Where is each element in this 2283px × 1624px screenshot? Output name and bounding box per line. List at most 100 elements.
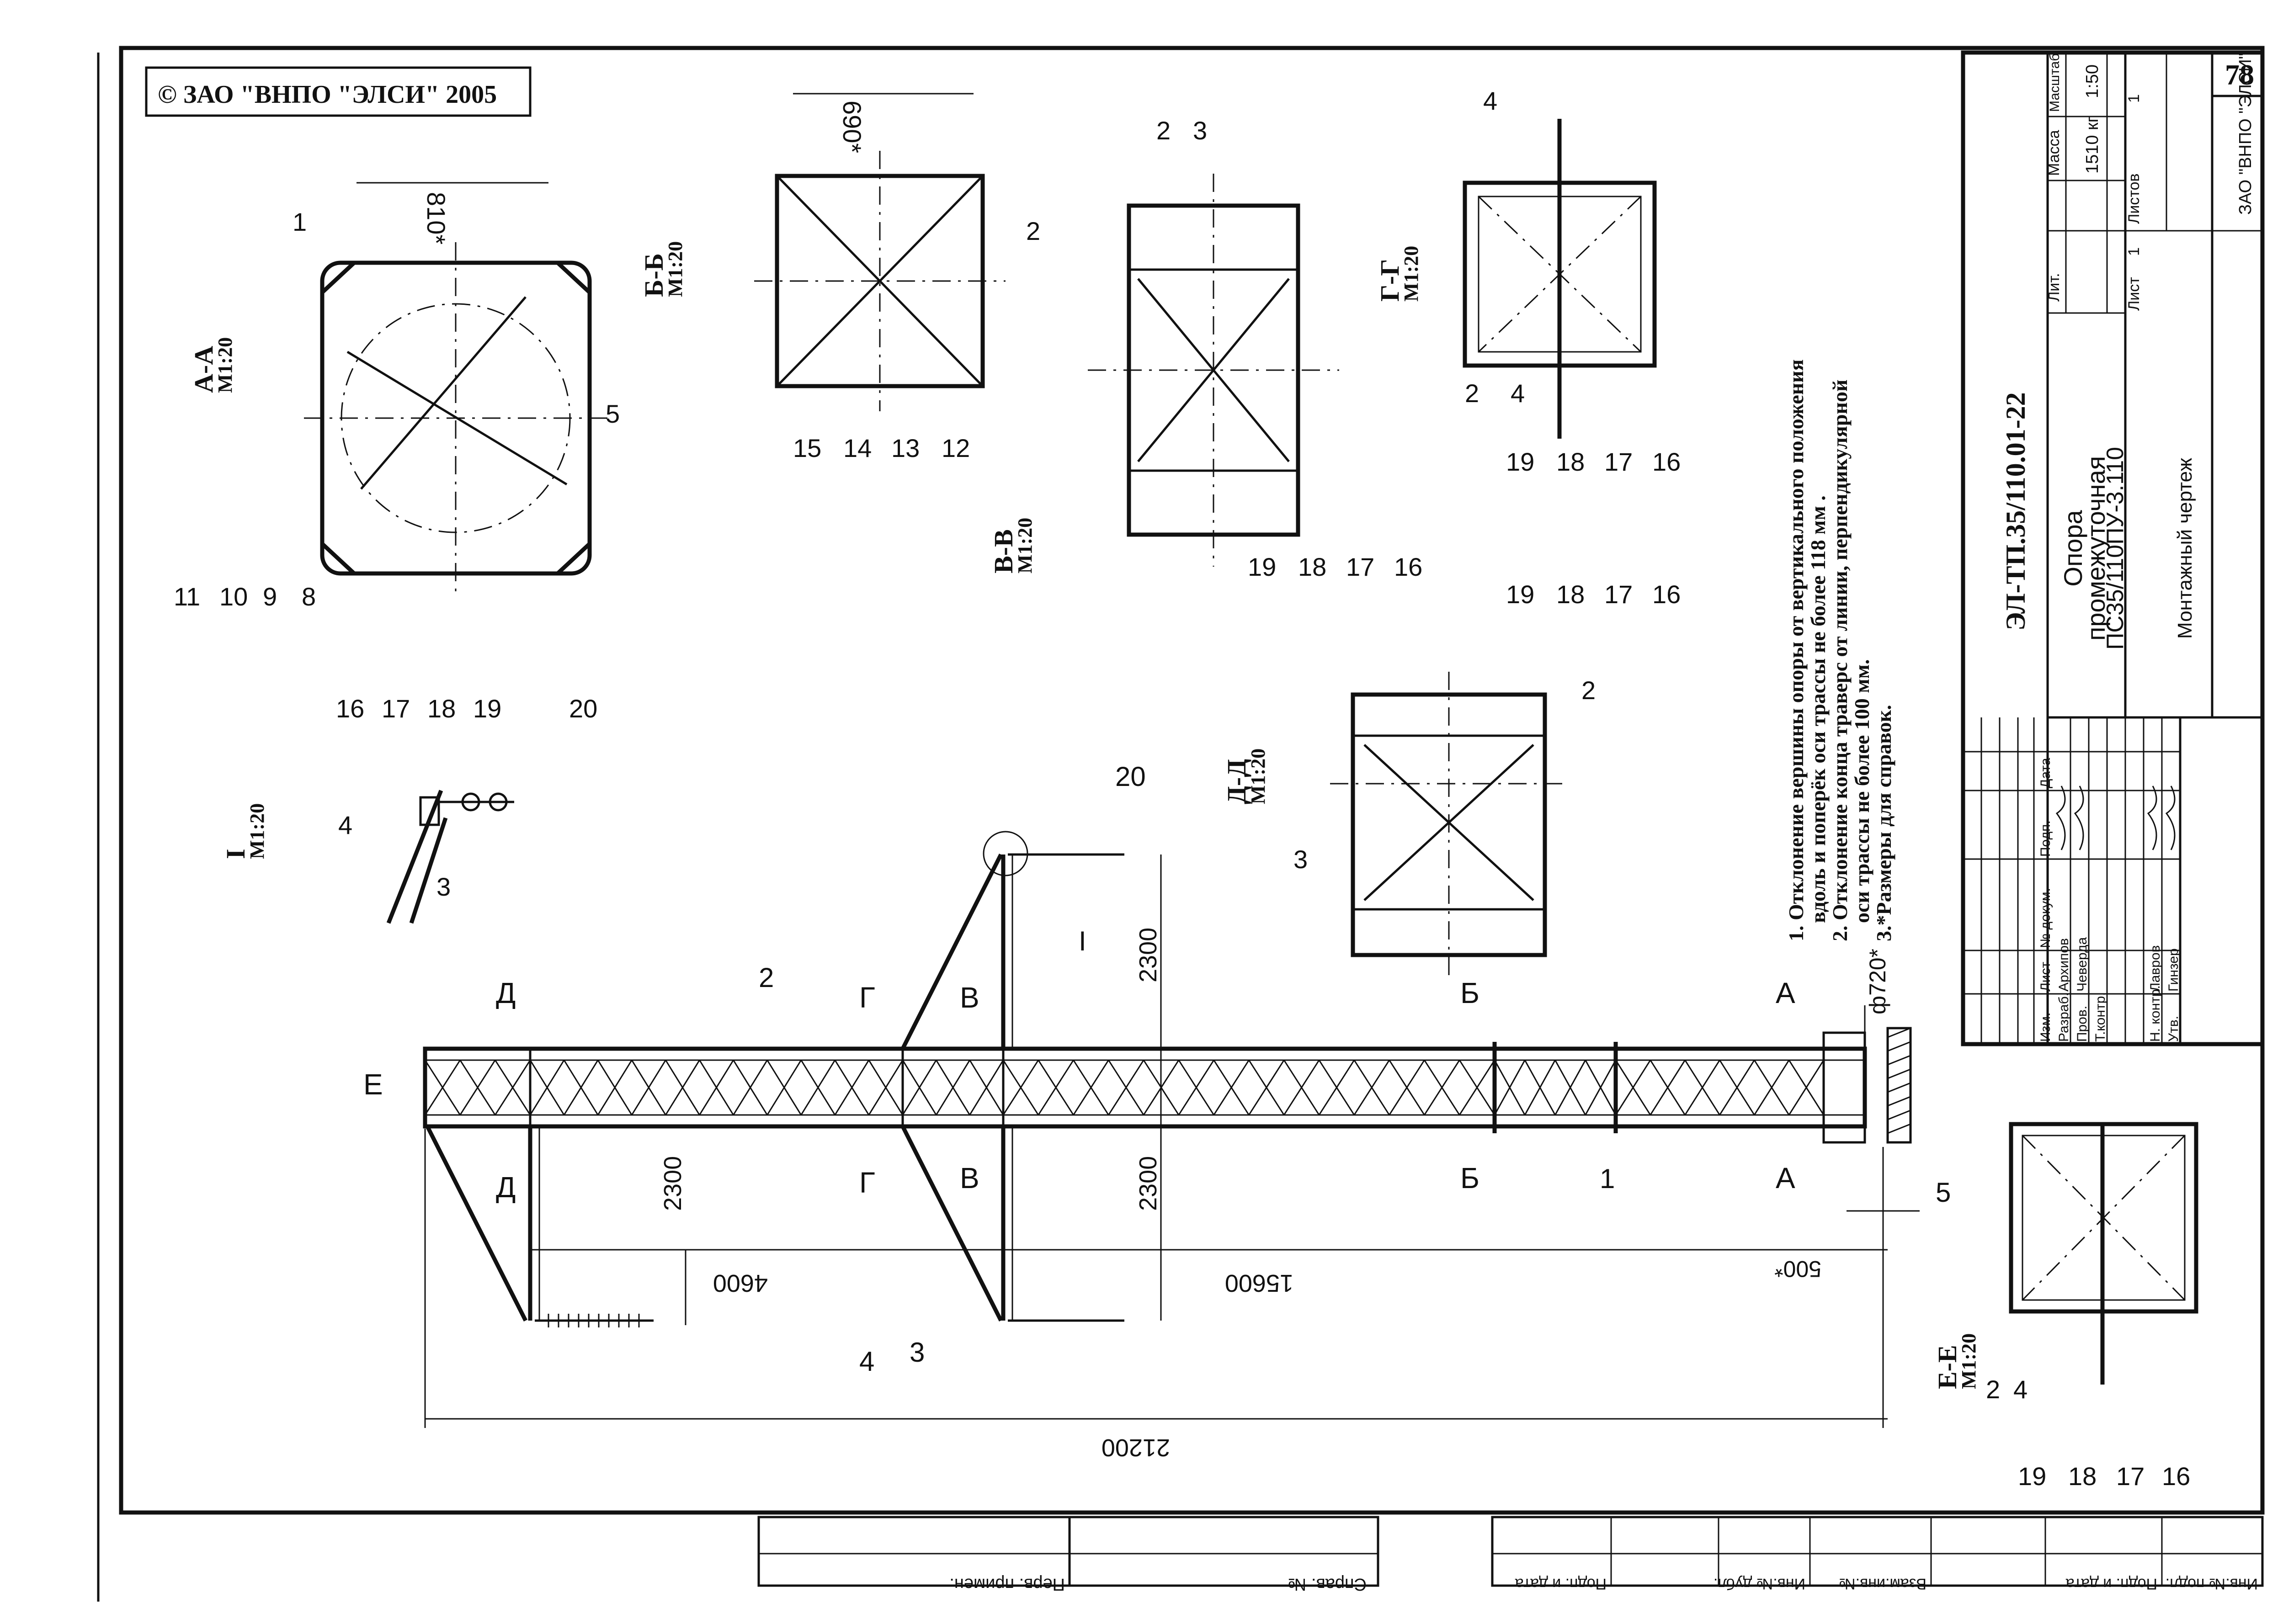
- crossarm-upper-brace: [900, 853, 1003, 1050]
- role-1: Пров.: [2075, 1006, 2090, 1042]
- strip-inv-dubl: Инв.№ дубл.: [1714, 1575, 1805, 1592]
- gg-callout-19: 19: [1506, 447, 1534, 476]
- dim-15600: 15600: [1225, 1269, 1293, 1297]
- dim-d720: ф720*: [1865, 949, 1890, 1014]
- company-name: ЗАО "ВНПО "ЭЛСИ": [2236, 53, 2255, 215]
- stamp-col-list: Лист: [2038, 962, 2053, 992]
- cut-B-top: Б: [1460, 977, 1479, 1009]
- crossarm-middle-brace: [900, 1125, 1003, 1322]
- bb-callout-14: 14: [843, 434, 872, 462]
- drawing-type: Монтажный чертеж: [2174, 457, 2196, 639]
- vv-callout-2: 2: [1156, 116, 1171, 145]
- section-bb-scale: М1:20: [664, 241, 686, 297]
- dim-2300-a: 2300: [659, 1156, 686, 1211]
- section-aa-title: А-А: [189, 346, 218, 393]
- section-gg-scale: М1:20: [1400, 246, 1422, 302]
- sheet-number: 78: [2225, 58, 2254, 91]
- vv-callout-16: 16: [1394, 552, 1422, 581]
- role-0-name: Архипов: [2056, 938, 2071, 992]
- aa-callout-9: 9: [263, 582, 277, 611]
- section-bb: [754, 93, 1006, 411]
- strip-podp-1: Подп. и дата: [1515, 1575, 1607, 1592]
- dd-callout-16: 16: [1652, 580, 1681, 609]
- vv-callout-17: 17: [1346, 552, 1374, 581]
- gg-callout-2: 2: [1465, 379, 1479, 408]
- ee-callout-16: 16: [2162, 1462, 2190, 1491]
- callout-I: I: [1079, 926, 1086, 956]
- bb-callout-15: 15: [793, 434, 821, 462]
- bb-callout-2: 2: [1026, 217, 1040, 245]
- section-gg: [1463, 119, 1657, 439]
- sheet-label: Лист: [2125, 277, 2143, 311]
- signature-4: [2165, 785, 2176, 850]
- doc-code: ЭЛ-ТП.35/110.01-22: [2001, 392, 2031, 631]
- role-3-name: Лавров: [2148, 945, 2163, 992]
- sheet-frame: [119, 46, 2265, 1515]
- callout-4: 4: [859, 1346, 874, 1377]
- section-dd-scale: М1:20: [1247, 748, 1269, 804]
- note-1: 1. Отклонение вершины опоры от вертикаль…: [1784, 359, 1808, 941]
- callout-2: 2: [759, 962, 774, 993]
- signature-2: [2074, 785, 2084, 850]
- role-4-name: Гинзер: [2166, 948, 2181, 992]
- sheets-value: 1: [2125, 94, 2143, 103]
- strip-sprav: Справ. №: [1288, 1575, 1367, 1594]
- detail-I-circle: [983, 831, 1028, 876]
- dd-callout-3: 3: [1293, 845, 1308, 874]
- ee-callout-17: 17: [2116, 1462, 2145, 1491]
- dd-callout-17: 17: [1604, 580, 1633, 609]
- aa-callout-8: 8: [302, 582, 316, 611]
- ee-callout-2: 2: [1986, 1375, 2000, 1404]
- section-dd-body: [1351, 692, 1547, 957]
- section-aa-scale: М1:20: [214, 337, 236, 393]
- dim-2300-c: 2300: [1134, 928, 1162, 982]
- role-1-name: Чеверда: [2075, 937, 2090, 992]
- section-vv: [1088, 174, 1339, 567]
- notes: 1. Отклонение вершины опоры от вертикаль…: [1784, 359, 1895, 941]
- cut-D-bottom: Д: [496, 1171, 516, 1204]
- title-line-1: Опора: [2059, 509, 2087, 586]
- callout-3: 3: [910, 1337, 925, 1368]
- gg-callout-18: 18: [1556, 447, 1585, 476]
- detail-callout-4: 4: [338, 811, 352, 839]
- detail-callout-3: 3: [436, 872, 451, 901]
- cut-B-bottom: Б: [1460, 1162, 1479, 1194]
- gg-callout-17: 17: [1604, 447, 1633, 476]
- detail-I-title: I: [221, 849, 250, 859]
- stamp-col-sign: Подп.: [2038, 820, 2053, 857]
- note-3: 3.*Размеры для справок.: [1872, 705, 1895, 941]
- sheet-number-box: [2211, 51, 2264, 97]
- ee-callout-19: 19: [2018, 1462, 2046, 1491]
- section-vv-title: В-В: [989, 529, 1018, 573]
- title-line-3: ПС35/110ПУ-3.110: [2102, 447, 2129, 650]
- sheets-label: Листов: [2125, 174, 2143, 224]
- aa-callout-5: 5: [606, 399, 620, 428]
- dd-callout-19: 19: [1506, 580, 1534, 609]
- role-3: Н. контр.: [2148, 985, 2163, 1042]
- section-bb-title: Б-Б: [639, 253, 669, 297]
- gg-callout-16: 16: [1652, 447, 1681, 476]
- callout-20: 20: [1115, 761, 1146, 792]
- title-line-2: промежуточная: [2081, 456, 2110, 641]
- note-2: 2. Отклонение конца траверс от линии, пе…: [1828, 380, 1852, 941]
- vv-callout-18: 18: [1298, 552, 1326, 581]
- section-dd: [1330, 672, 1568, 978]
- cut-A-top: А: [1776, 977, 1795, 1009]
- detail-I-scale: М1:20: [246, 803, 268, 859]
- section-ee: [2009, 1122, 2198, 1385]
- bb-callout-12: 12: [942, 434, 970, 462]
- note-1b: вдоль и поперёк оси трассы не более 118 …: [1806, 495, 1830, 923]
- strip-perv: Перв. примен.: [949, 1575, 1065, 1594]
- gg-callout-4b: 4: [1511, 379, 1525, 408]
- dim-2300-b: 2300: [1134, 1156, 1162, 1211]
- foundation: [1886, 1027, 1912, 1144]
- cut-G-top: Г: [859, 981, 875, 1014]
- strip-podp-2: Подп. и дата: [2066, 1575, 2157, 1592]
- detail-callout-20: 20: [569, 694, 597, 723]
- detail-I: [386, 790, 514, 924]
- binding-strip: [757, 1516, 2264, 1587]
- callout-5: 5: [1936, 1177, 1951, 1208]
- bb-callout-13: 13: [891, 434, 920, 462]
- role-0: Разраб.: [2056, 992, 2071, 1042]
